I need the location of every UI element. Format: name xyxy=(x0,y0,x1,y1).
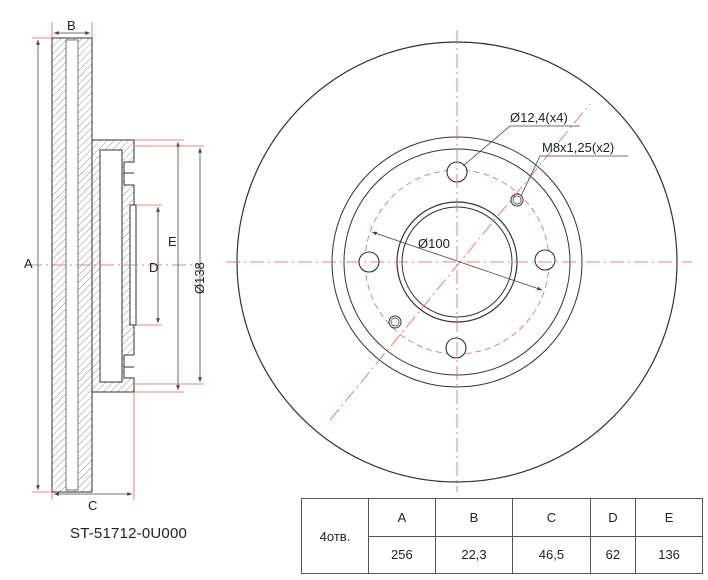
bolt-hole-right xyxy=(534,249,556,271)
spec-value-a: 256 xyxy=(368,535,436,574)
hub-inner-face xyxy=(99,149,123,383)
label-bolt-holes: Ø12,4(x4) xyxy=(510,110,568,125)
front-view: Ø100 Ø12,4(x4) M8x1,25(x2) xyxy=(226,30,692,492)
part-number: ST-51712-0U000 xyxy=(70,525,188,542)
spec-header-a: A xyxy=(368,498,436,537)
dim-d-label: D xyxy=(149,260,158,275)
spec-table: 4отв. A B C D E 256 22,3 46,5 62 136 xyxy=(301,498,703,574)
dim-e-label: E xyxy=(168,234,177,249)
spec-table-value-row: 256 22,3 46,5 62 136 xyxy=(302,535,703,574)
dim-a-label: A xyxy=(24,256,33,271)
dim-d100-line xyxy=(371,231,543,291)
spec-value-b: 22,3 xyxy=(434,535,514,574)
spec-value-c: 46,5 xyxy=(512,535,591,574)
spec-value-d: 62 xyxy=(589,535,637,574)
screw-hole-lower-thread xyxy=(390,317,400,327)
leader-bolt-holes xyxy=(462,125,580,167)
spec-table-header-row: 4отв. A B C D E xyxy=(301,498,703,574)
bolt-hole-bottom xyxy=(445,337,467,359)
dim-d138-label: Ø138 xyxy=(192,262,207,294)
dim-b-label: B xyxy=(67,18,76,33)
spec-header-e: E xyxy=(635,498,703,537)
dim-c-label: C xyxy=(88,498,97,513)
leader-screw-holes xyxy=(520,155,628,197)
screw-hole-upper-thread xyxy=(512,195,522,205)
spec-header-b: B xyxy=(434,498,514,537)
spec-qty-cell: 4отв. xyxy=(301,498,369,574)
label-screw-holes: M8x1,25(x2) xyxy=(542,140,614,155)
dim-d100-label: Ø100 xyxy=(418,236,450,251)
spec-header-d: D xyxy=(589,498,637,537)
spec-value-e: 136 xyxy=(635,535,703,574)
spec-header-c: C xyxy=(512,498,591,537)
side-section-view: A B C D E Ø138 xyxy=(24,18,207,513)
